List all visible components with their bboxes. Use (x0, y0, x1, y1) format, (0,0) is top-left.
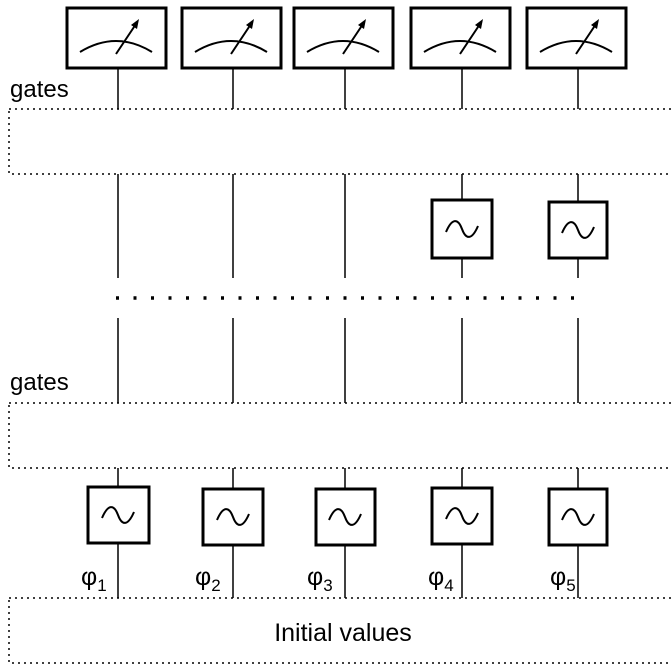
oscillator-bottom-5 (547, 487, 609, 547)
oscillator-bottom-4 (430, 486, 494, 546)
meter-2 (180, 6, 283, 70)
wires-top (117, 68, 579, 109)
measurement-meter-icon (539, 19, 613, 55)
oscillator-bottom-1 (86, 485, 151, 545)
measurement-meter-icon (423, 19, 497, 55)
meters-row (65, 6, 628, 70)
measurement-meter-icon (194, 19, 268, 55)
oscillator-bottom-3 (314, 487, 377, 547)
phi-label-5: φ5 (550, 563, 576, 595)
initial-values-label: Initial values (274, 619, 412, 647)
sine-wave-icon (561, 508, 595, 526)
phi-label-3: φ3 (307, 563, 333, 595)
sine-wave-icon (445, 507, 479, 525)
gates-label-top: gates (10, 76, 69, 103)
wires-middle-upper (117, 174, 579, 278)
phi-label-1: φ1 (81, 563, 107, 595)
wires-lower (117, 468, 579, 489)
gates-box-bottom (8, 402, 671, 469)
phi-label-4: φ4 (428, 563, 454, 595)
measurement-meter-icon (306, 19, 380, 55)
sine-wave-icon (445, 220, 479, 238)
gates-box-top (8, 108, 671, 175)
gates-label-bottom: gates (10, 369, 69, 396)
measurement-meter-icon (79, 19, 153, 55)
meter-4 (409, 6, 512, 70)
sine-wave-icon (561, 221, 595, 239)
sine-wave-icon (216, 508, 250, 526)
initial-values-box (8, 597, 671, 664)
meter-1 (65, 6, 168, 70)
sine-wave-icon (101, 506, 135, 524)
wires-middle-lower (117, 318, 579, 403)
phi-label-2: φ2 (195, 563, 221, 595)
wires-bottom (117, 543, 579, 598)
oscillator-bottom-2 (201, 487, 265, 547)
oscillator-mid-5 (547, 200, 609, 260)
sine-wave-icon (328, 508, 362, 526)
meter-3 (292, 6, 395, 70)
meter-5 (525, 6, 628, 70)
oscillator-mid-4 (430, 198, 494, 260)
